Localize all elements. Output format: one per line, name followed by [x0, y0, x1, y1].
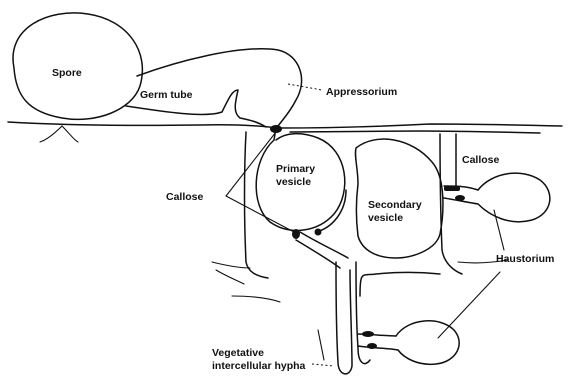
host-cell-wall-left-stub-2 — [40, 126, 62, 142]
callose-deposit-upper-haustorium — [444, 186, 460, 191]
label-vegetative-hypha-line-2: intercellular hypha — [212, 360, 306, 372]
label-callose-right: Callose — [462, 154, 500, 166]
host-cell-left-wall — [245, 132, 269, 278]
label-primary-vesicle-line-2: vesicle — [276, 176, 311, 188]
label-vegetative-hypha-line-1: Vegetative — [212, 347, 264, 359]
host-cell-wall-top — [8, 122, 562, 128]
haustorium-lower — [396, 321, 459, 364]
label-vegetative-hypha: Vegetative intercellular hypha — [212, 347, 306, 372]
primary-to-secondary-hypha-2 — [296, 240, 340, 268]
callose-deposit-lower-haustorium — [362, 331, 374, 337]
label-spore: Spore — [52, 67, 82, 79]
vegetative-hypha-left — [336, 262, 352, 374]
vegetative-hypha-right — [356, 262, 370, 364]
leader-haustorium-lower — [438, 272, 500, 338]
host-cell-lower-wall-3 — [232, 296, 280, 302]
host-cell-left-bottom — [212, 262, 250, 268]
label-primary-vesicle-line-1: Primary — [276, 163, 315, 175]
leader-callose-left-upper — [226, 132, 276, 196]
leader-haustorium-upper — [494, 210, 504, 250]
label-secondary-vesicle: Secondary vesicle — [368, 199, 425, 224]
germ-tube-outline — [137, 49, 302, 126]
label-appressorium: Appressorium — [326, 86, 397, 98]
host-cell-wall-top-inner — [290, 131, 540, 133]
label-secondary-vesicle-line-2: vesicle — [368, 212, 403, 224]
primary-to-secondary-hypha — [300, 232, 348, 258]
callose-deposit-haustorium-neck — [455, 195, 465, 201]
label-haustorium: Haustorium — [496, 253, 554, 265]
primary-vesicle-inner — [316, 190, 346, 232]
label-secondary-vesicle-line-1: Secondary — [368, 199, 422, 211]
callose-deposit-primary — [292, 229, 300, 239]
host-cell-lower-wall-1 — [360, 273, 440, 297]
label-callose-left: Callose — [166, 191, 204, 203]
label-germ-tube: Germ tube — [140, 89, 193, 101]
callose-deposit-tip — [315, 229, 322, 236]
callose-deposit-lower-haustorium-2 — [367, 343, 377, 349]
host-cell-wall-left-stub — [62, 126, 78, 142]
leader-appressorium — [288, 84, 322, 90]
haustorium-lower-neck-2 — [358, 346, 398, 350]
label-primary-vesicle: Primary vesicle — [276, 163, 318, 188]
host-cell-left-bottom-2 — [216, 270, 244, 284]
leader-vegetative-hypha — [312, 364, 334, 366]
haustorium-upper — [478, 173, 550, 222]
leader-callose-left-lower — [226, 196, 294, 232]
host-cell-lower-wall-2 — [318, 330, 324, 360]
